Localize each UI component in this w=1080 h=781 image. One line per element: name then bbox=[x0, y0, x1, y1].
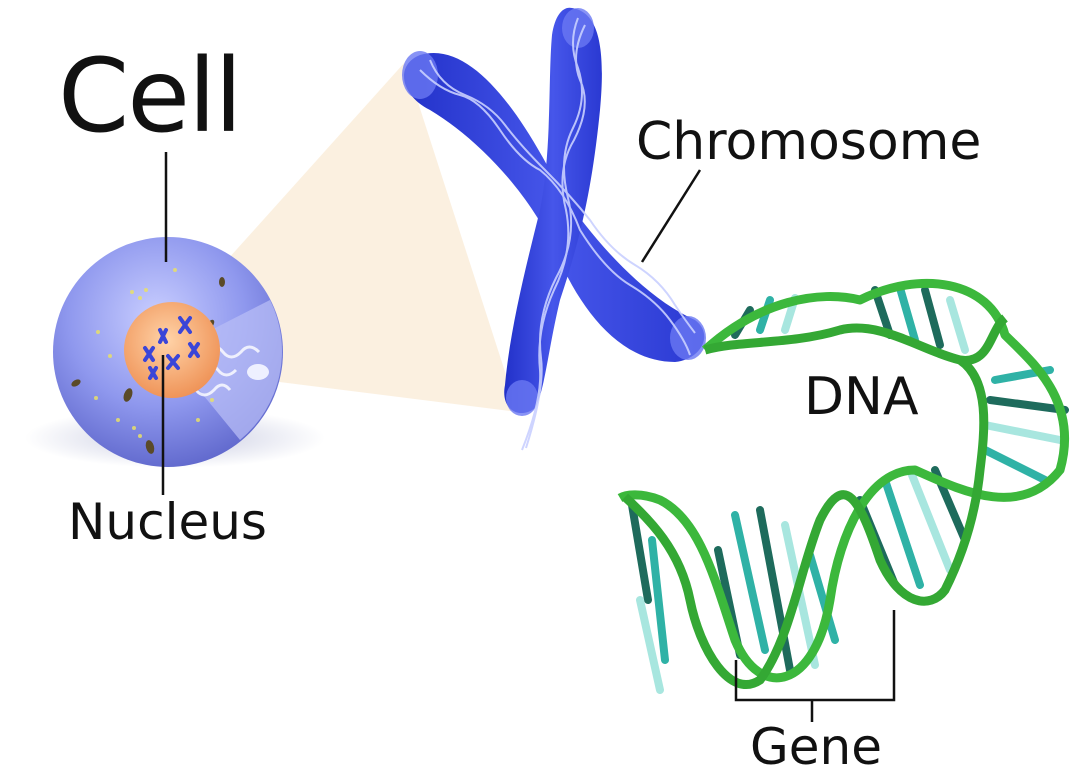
gene-label: Gene bbox=[750, 718, 882, 776]
gene-bracket bbox=[734, 610, 896, 722]
dna-helix bbox=[617, 278, 1070, 694]
chromosome-leader-line bbox=[640, 169, 702, 263]
cell-label: Cell bbox=[58, 37, 243, 156]
chromosome bbox=[402, 7, 706, 451]
chromosome-label: Chromosome bbox=[636, 112, 982, 172]
leader-lines bbox=[161, 152, 896, 722]
nucleus bbox=[124, 302, 220, 398]
dna-label: DNA bbox=[804, 367, 919, 427]
nucleus-label: Nucleus bbox=[68, 493, 267, 551]
